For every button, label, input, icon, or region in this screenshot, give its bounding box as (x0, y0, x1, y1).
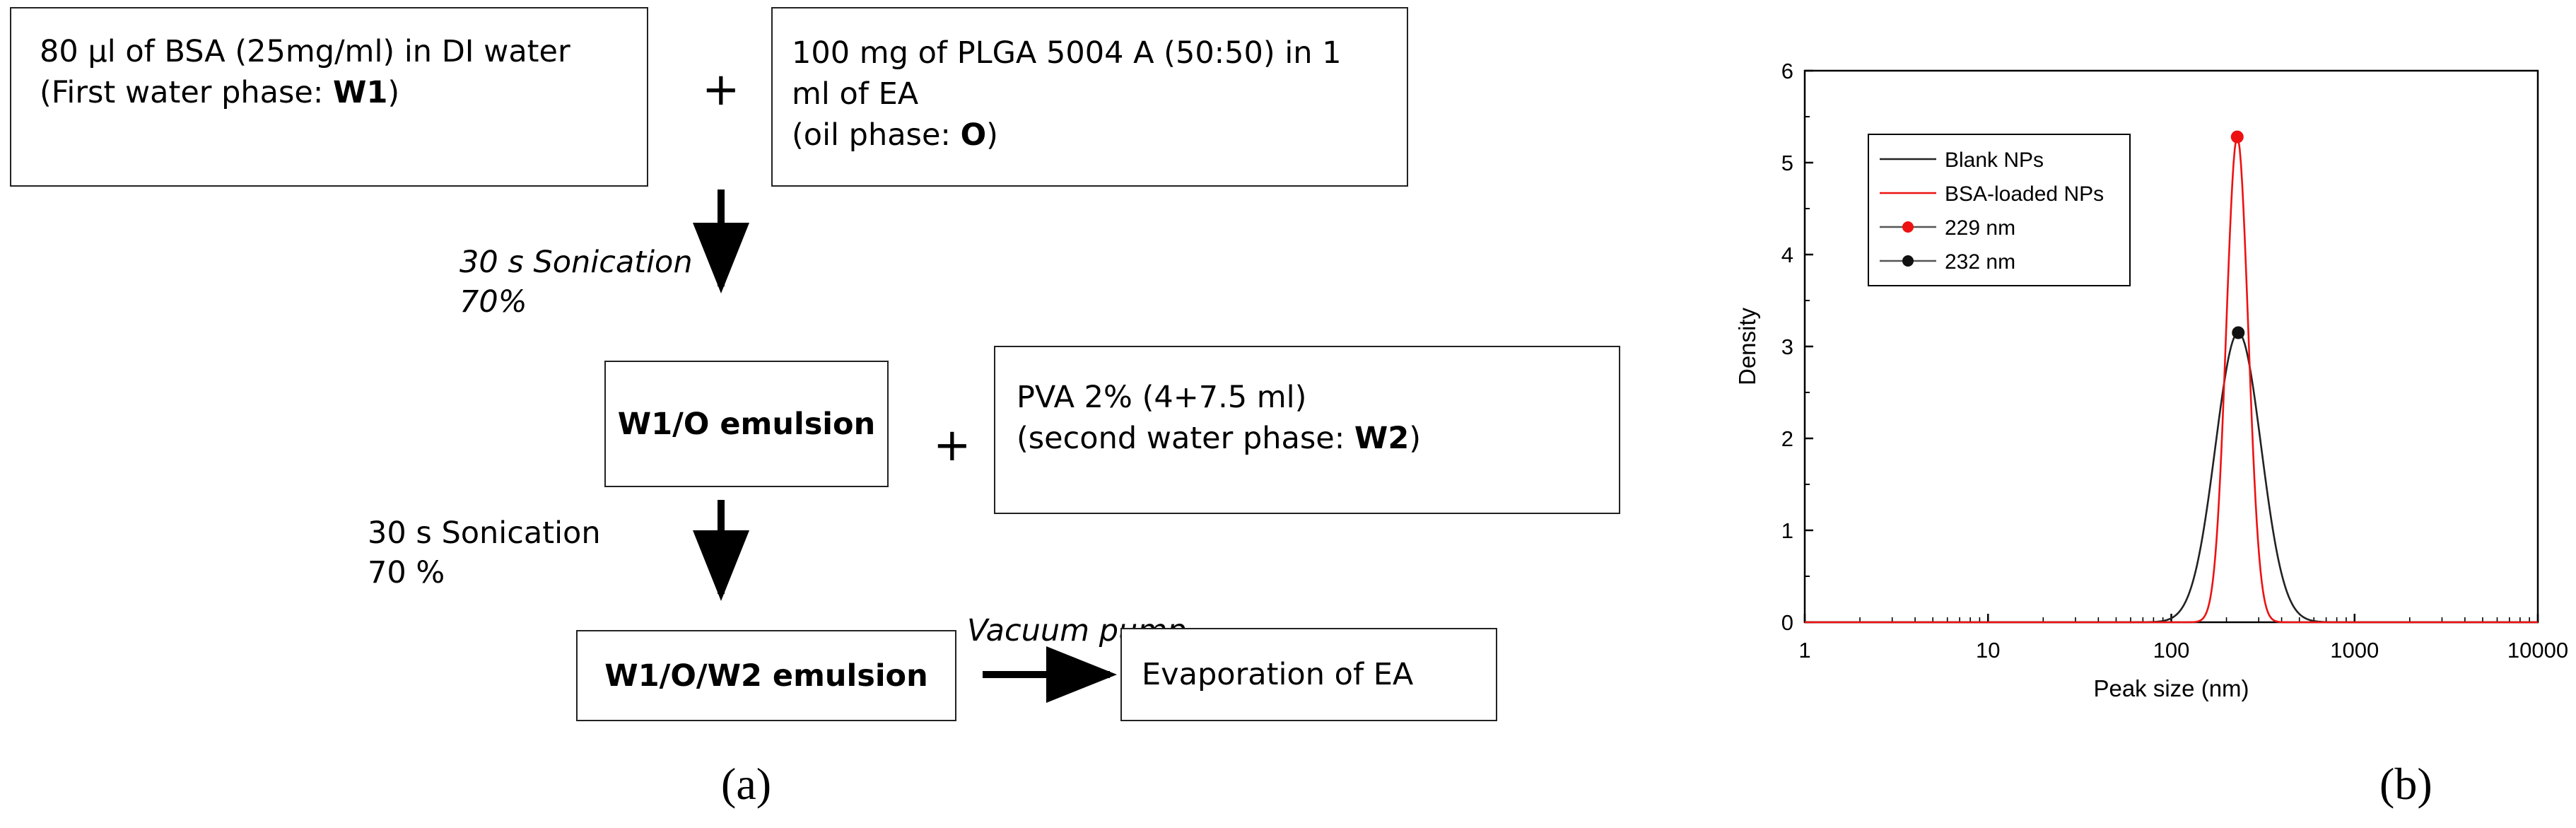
legend-label-0: Blank NPs (1945, 148, 2044, 172)
bsa-solution-box: 80 µl of BSA (25mg/ml) in DI water (Firs… (10, 7, 648, 187)
sonication-2-line-1: 30 s Sonication (368, 515, 601, 551)
evaporation-box: Evaporation of EA (1120, 628, 1497, 721)
plga-line-3-post: ) (986, 117, 998, 153)
o-label: O (960, 117, 987, 153)
y-axis-label: Density (1734, 307, 1760, 385)
panel-label-a: (a) (721, 759, 772, 809)
evaporation-label: Evaporation of EA (1142, 657, 1414, 692)
legend-label-2: 229 nm (1945, 216, 2015, 240)
diagram-arrows (693, 189, 1117, 703)
x-tick-label: 10000 (2507, 638, 2568, 663)
bsa-line-1: 80 µl of BSA (25mg/ml) in DI water (40, 34, 570, 69)
x-tick-label: 10 (1976, 638, 2000, 663)
pva-line-1: PVA 2% (4+7.5 ml) (1017, 380, 1307, 415)
plus-sign-1: + (702, 64, 740, 116)
pva-solution-box: PVA 2% (4+7.5 ml) (second water phase: W… (994, 346, 1620, 514)
legend-marker-2 (1902, 221, 1914, 233)
w1-label: W1 (333, 75, 388, 110)
x-tick-label: 1 (1798, 638, 1810, 663)
y-tick-label: 4 (1781, 243, 1793, 267)
pva-line-2-post: ) (1409, 421, 1422, 456)
plus-sign-2: + (933, 419, 971, 472)
y-tick-label: 0 (1781, 610, 1793, 635)
legend-marker-3 (1902, 255, 1914, 267)
series-line-1 (1805, 134, 2538, 624)
legend-label-3: 232 nm (1945, 250, 2015, 274)
w1ow2-emulsion-box: W1/O/W2 emulsion (576, 630, 956, 721)
sonication-1-line-2: 70% (459, 284, 527, 320)
y-tick-label: 3 (1781, 334, 1793, 359)
pva-line-2-pre: (second water phase: (1017, 421, 1354, 456)
w2-label: W2 (1354, 421, 1410, 456)
bsa-line-2-post: ) (387, 75, 400, 110)
plga-line-1: 100 mg of PLGA 5004 A (50:50) in 1 (792, 35, 1342, 71)
bsa-line-2: (First water phase: W1) (40, 72, 647, 113)
plga-line-3-pre: (oil phase: (792, 117, 961, 153)
sonication-label-1: 30 s Sonication 70% (459, 243, 693, 322)
sonication-label-2: 30 s Sonication 70 % (368, 513, 601, 593)
x-tick-label: 1000 (2330, 638, 2379, 663)
panel-label-b: (b) (2379, 759, 2432, 809)
y-tick-label: 2 (1781, 426, 1793, 451)
y-tick-label: 5 (1781, 151, 1793, 175)
bsa-line-2-pre: (First water phase: (40, 75, 334, 110)
plga-line-2: ml of EA (792, 76, 919, 112)
plga-line-3: (oil phase: O) (792, 115, 1407, 156)
y-tick-label: 6 (1781, 59, 1793, 83)
legend-label-1: BSA-loaded NPs (1945, 182, 2104, 206)
sonication-2-line-2: 70 % (368, 555, 445, 590)
w1o-emulsion-box: W1/O emulsion (604, 361, 889, 487)
series-line-0 (1805, 332, 2538, 624)
x-axis-label: Peak size (nm) (2093, 675, 2249, 701)
plga-solution-box: 100 mg of PLGA 5004 A (50:50) in 1 ml of… (771, 7, 1408, 187)
pva-line-2: (second water phase: W2) (1017, 418, 1619, 459)
sonication-1-line-1: 30 s Sonication (459, 245, 693, 280)
data-point-0 (2230, 130, 2244, 144)
y-tick-label: 1 (1781, 518, 1793, 543)
x-tick-label: 100 (2153, 638, 2190, 663)
data-point-1 (2232, 326, 2245, 339)
